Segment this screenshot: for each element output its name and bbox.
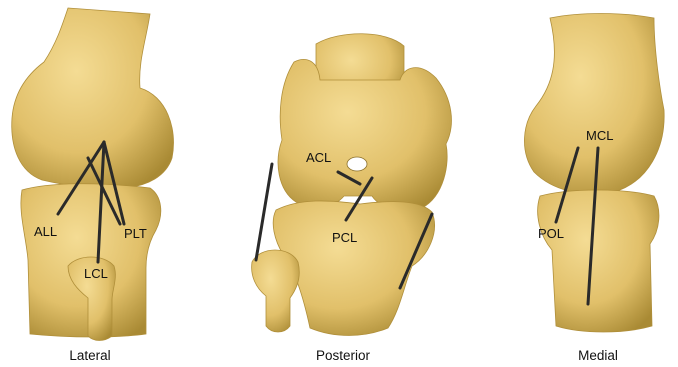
label-pcl: PCL: [332, 230, 357, 245]
medial-view: MCL POL Medial: [524, 14, 664, 364]
caption-medial: Medial: [578, 348, 618, 363]
label-acl: ACL: [306, 150, 331, 165]
label-plt: PLT: [124, 226, 147, 241]
lateral-view: ALL PLT LCL Lateral: [12, 8, 174, 363]
label-mcl: MCL: [586, 128, 613, 143]
posterior-fibula: [252, 250, 300, 332]
caption-lateral: Lateral: [69, 348, 110, 363]
posterior-view: ACL PCL Posterior: [252, 34, 452, 363]
label-lcl: LCL: [84, 266, 108, 281]
medial-tibia: [538, 190, 659, 332]
medial-femur: [524, 14, 664, 194]
lateral-collateral-ligament: [256, 164, 272, 260]
intercondylar-notch: [347, 157, 367, 171]
caption-posterior: Posterior: [316, 348, 371, 363]
label-all: ALL: [34, 224, 57, 239]
label-pol: POL: [538, 226, 564, 241]
